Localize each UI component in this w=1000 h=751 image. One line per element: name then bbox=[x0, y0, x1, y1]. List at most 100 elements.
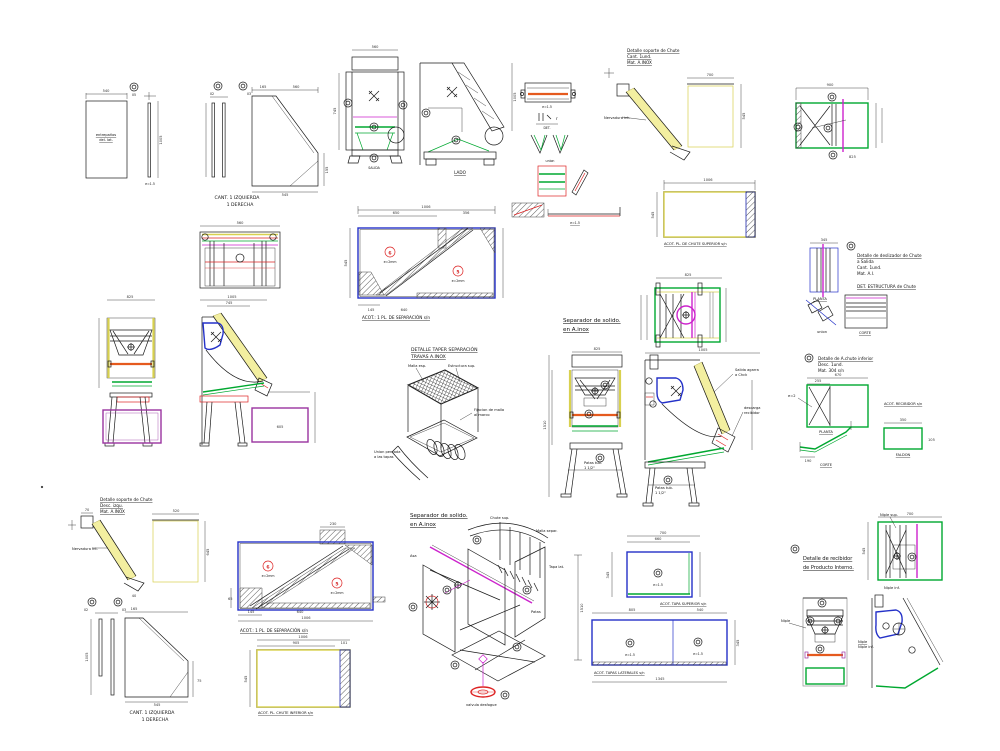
callout-id-03: 03 bbox=[247, 92, 251, 96]
corte-caption2: CORTE bbox=[820, 463, 833, 467]
stray-dot bbox=[40, 485, 44, 489]
union-caption2: union bbox=[817, 330, 827, 334]
separador-title1: Separador de solido. bbox=[563, 318, 621, 324]
dim-825b: 825 bbox=[594, 347, 601, 351]
dim-560: 560 bbox=[293, 85, 301, 89]
view-separador-lado: 1005 Salida agarra a Chck descarga recib… bbox=[642, 348, 760, 507]
det-caption: DET. bbox=[543, 126, 550, 130]
dim-345c: 345 bbox=[736, 640, 740, 647]
view-chute-support-bottom: Detalle soporte de Chute Desc. izqu. Mat… bbox=[68, 497, 210, 598]
tapa-note3: e=1.5 bbox=[693, 652, 703, 656]
dim-1006b: 1006 bbox=[421, 205, 431, 209]
iso-label-asa: Asa bbox=[410, 554, 417, 558]
recibidor-title2: de Producto Interno. bbox=[803, 565, 854, 571]
view-plates-pentagon-bottom: 02 03 1005 165 75 545 CANT. 1 IZQUIERDA … bbox=[84, 597, 202, 723]
achute3: Mat. 304 s/n bbox=[818, 368, 844, 373]
corte-caption1: CORTE bbox=[859, 331, 872, 335]
dim-545d: 545 bbox=[344, 260, 348, 267]
dim-520: 520 bbox=[173, 509, 181, 513]
separador-iso-title1: Separador de solido. bbox=[410, 513, 468, 519]
dim-101: 101 bbox=[341, 641, 348, 645]
cant-top-2: 1 DERECHA bbox=[227, 202, 255, 208]
view-panel-chute-superior: 1006 545 ACOT. PL. DE CHUTE SUPERIOR s/n bbox=[651, 178, 756, 246]
dim-165: 165 bbox=[260, 85, 267, 89]
view-separador-isometrico: Separador de solido. en A.inox Chute sup… bbox=[408, 513, 584, 707]
dim-825d: 825 bbox=[849, 155, 856, 159]
callout-id-05: 05 bbox=[132, 93, 136, 97]
dim-700b: 700 bbox=[660, 531, 668, 535]
achute1: Detalle de A.chute inferior bbox=[818, 356, 873, 361]
tapa-note2: e=1.5 bbox=[625, 653, 635, 657]
dim-1005c: 1005 bbox=[698, 348, 707, 352]
dim-1006: 1006 bbox=[703, 178, 713, 182]
dim-700: 700 bbox=[707, 73, 715, 77]
dim-540b: 540 bbox=[697, 608, 705, 612]
taper-title1: DETALLE TAPER SEPARACIÓN bbox=[411, 346, 478, 353]
dim-545: 545 bbox=[282, 193, 289, 197]
dim-345: 345 bbox=[821, 238, 828, 242]
union-pernada1: Union pernada bbox=[374, 450, 400, 454]
view-front-main: 560 745 SALIDA bbox=[333, 45, 408, 170]
chute-sup-title2: Cant. 1und. bbox=[627, 54, 651, 59]
separador-iso-title2: en A.inox bbox=[410, 522, 437, 528]
fijacion1: Fijacion de malla bbox=[474, 408, 504, 412]
deslizador1: Detalle de deslizador de Chute bbox=[857, 253, 922, 258]
dim-1005: 1005 bbox=[159, 135, 163, 144]
bar-thickness: e=1.5 bbox=[542, 105, 552, 109]
profile-caption: e=1.5 bbox=[570, 221, 580, 225]
dim-145: 145 bbox=[368, 308, 375, 312]
dim-75: 75 bbox=[197, 679, 202, 683]
callout-id-03b: 03 bbox=[122, 608, 126, 612]
union-pernada2: a las tapas bbox=[374, 455, 394, 459]
dim-255: 255 bbox=[815, 379, 822, 383]
patas1: Patas tub. bbox=[584, 461, 602, 465]
niple2: Niple bbox=[858, 640, 868, 644]
dim-65: 65 bbox=[228, 597, 233, 601]
view-separador-planta: Separador de solido. en A.inox 825 bbox=[563, 273, 727, 348]
plate-thickness: e=1.5 bbox=[145, 182, 155, 186]
deslizador2: a Salida bbox=[857, 259, 874, 264]
niple-sup: Niple sup. bbox=[880, 513, 898, 517]
plate-note-2: del. lat. bbox=[99, 138, 113, 142]
dim-1006c: 1006 bbox=[301, 616, 311, 620]
dim-825c: 825 bbox=[127, 295, 134, 299]
view-deslizador-chute: 345 PLANTA Detalle de deslizador de Chut… bbox=[805, 238, 922, 335]
dim-640b: 640 bbox=[297, 610, 305, 614]
dim-350: 350 bbox=[900, 418, 908, 422]
cant-bottom-1: CANT. 1 IZQUIERDA bbox=[130, 710, 176, 716]
acot-chute-sup: ACOT. PL. DE CHUTE SUPERIOR s/n bbox=[664, 242, 727, 246]
patas2: 1 1/2" bbox=[584, 466, 595, 470]
detail-column: e=1.5 r DET. union e=1.5 bbox=[511, 82, 621, 225]
dim-1510: 1510 bbox=[543, 420, 547, 430]
niple-inf: Niple inf. bbox=[884, 586, 900, 590]
achute2: Desc. 1und. bbox=[818, 362, 843, 367]
callout-id-02: 02 bbox=[210, 92, 214, 96]
dim-660: 660 bbox=[655, 537, 663, 541]
lado-caption: LADO bbox=[454, 170, 467, 175]
dim-1005d: 1005 bbox=[227, 295, 236, 299]
acot-tapas-lat: ACOT. TAPAS LATERALES s/n bbox=[594, 671, 645, 675]
ball-5b: 5 bbox=[335, 582, 338, 588]
iso-label-tapa: Tapa lat. bbox=[548, 565, 564, 569]
iso-label-chute: Chute sup. bbox=[490, 516, 509, 520]
estructura-label: Estructura sup. bbox=[448, 364, 475, 368]
view-side-main: 1005 LADO bbox=[419, 62, 517, 175]
acot-separacion2: ACOT.: 1 PL. DE SEPARACIÓN s/n bbox=[240, 628, 308, 633]
dim-105: 105 bbox=[928, 438, 935, 442]
view-chute-support-top: Detalle soporte de Chute Cant. 1und. Mat… bbox=[604, 48, 746, 161]
dim-650: 650 bbox=[393, 211, 401, 215]
acot-recibidor: ACOT. RECIBIDOR s/n bbox=[884, 402, 922, 406]
e2-label: e=2 bbox=[788, 394, 796, 398]
nervadura-bottom: Nervadura int. bbox=[72, 547, 98, 551]
patas2b: 1 1/2" bbox=[655, 491, 666, 495]
dim-1510b: 1510 bbox=[580, 603, 584, 613]
niple-inf2: Niple inf. bbox=[858, 645, 874, 649]
taper-title2: TRAVAS A.INOX bbox=[410, 354, 446, 360]
dim-645: 645 bbox=[206, 549, 210, 556]
chute-inf-title3: Mat. A.INOX bbox=[100, 509, 125, 514]
cant-bottom-2: 1 DERECHA bbox=[142, 717, 170, 723]
dim-640: 640 bbox=[401, 308, 409, 312]
dim-40: 40 bbox=[132, 594, 137, 598]
